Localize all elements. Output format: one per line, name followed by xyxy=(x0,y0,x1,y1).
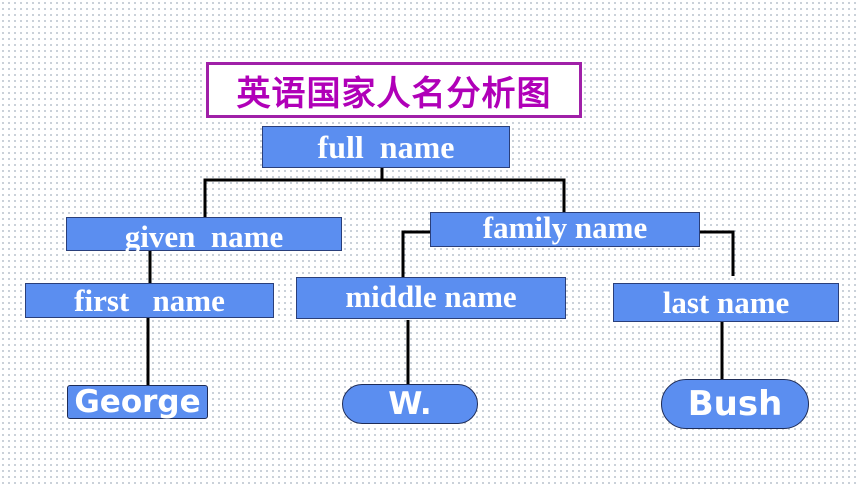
leaf-w: W. xyxy=(342,384,478,424)
connector-family-to-middle xyxy=(401,230,432,278)
node-last-name: last name xyxy=(613,283,839,322)
connector-full-to-given xyxy=(203,168,384,218)
node-given-name: given name xyxy=(66,217,342,252)
node-full-name: full name xyxy=(262,126,510,168)
connector-full-to-family xyxy=(382,178,566,213)
node-middle-name: middle name xyxy=(296,277,566,319)
leaf-bush: Bush xyxy=(661,379,809,429)
diagram-title: 英语国家人名分析图 xyxy=(206,62,582,118)
connector-family-to-last xyxy=(700,230,735,276)
node-first-name: first name xyxy=(25,283,274,318)
leaf-george: George xyxy=(67,385,208,419)
node-family-name: family name xyxy=(430,212,700,247)
